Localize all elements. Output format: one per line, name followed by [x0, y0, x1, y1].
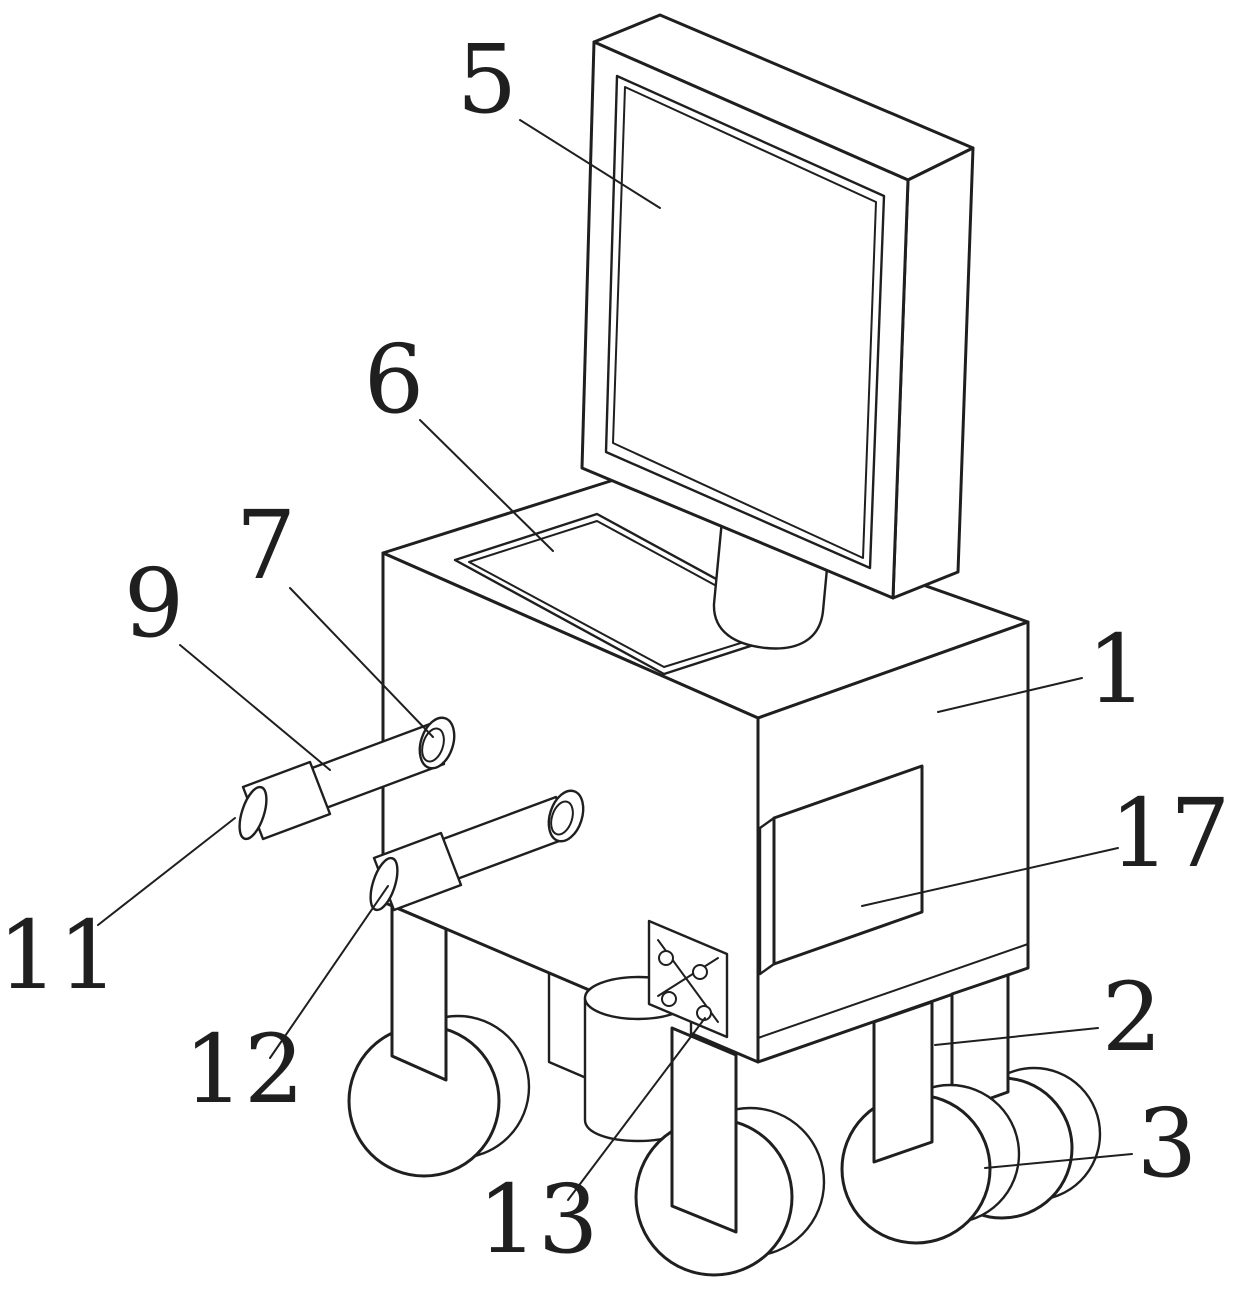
label-6: 6: [364, 325, 424, 435]
handle-flange-inner: [550, 800, 574, 836]
bracket-bolt: [692, 964, 708, 980]
leader-line-9: [179, 644, 331, 771]
handle-grip-cap: [369, 856, 399, 912]
panel-edge: [758, 816, 776, 976]
leader-line-12: [269, 885, 389, 1059]
label-5: 5: [457, 25, 517, 135]
leader-line-3: [984, 1153, 1133, 1169]
leader-line-2: [934, 1027, 1099, 1046]
leader-line-11: [97, 817, 236, 926]
panel-face: [772, 764, 924, 966]
label-2: 2: [1102, 963, 1162, 1073]
display-monitor: [580, 13, 975, 600]
label-1: 1: [1087, 615, 1147, 725]
monitor-screen: [612, 86, 877, 559]
handle-grip: [372, 831, 463, 912]
handle-flange-outer: [418, 716, 456, 770]
handle-flange-inner: [421, 727, 445, 763]
leader-line-6: [419, 419, 554, 552]
reference-labels: 5 6 7 9 11 12 13 1 17 2 3: [0, 25, 1230, 1275]
label-13: 13: [478, 1165, 599, 1275]
side-access-panel: [758, 764, 924, 976]
handle-grip: [241, 760, 332, 841]
left-leg: [390, 904, 448, 1082]
cart-bottom-rim: [757, 943, 1029, 1039]
leader-line-5: [519, 119, 661, 209]
label-17: 17: [1110, 779, 1231, 889]
upper-push-handle: [238, 716, 456, 841]
monitor-front-face: [580, 40, 910, 600]
middle-leg: [670, 1026, 738, 1234]
label-11: 11: [0, 901, 118, 1011]
bracket-cross-line: [657, 957, 719, 997]
label-9: 9: [124, 549, 184, 659]
right-front-leg: [872, 1000, 934, 1164]
leader-line-13: [567, 1017, 706, 1201]
leader-lines: [97, 119, 1133, 1201]
leader-line-1: [937, 677, 1083, 713]
bracket-bolt: [661, 991, 677, 1007]
label-3: 3: [1137, 1089, 1197, 1199]
right-back-leg: [950, 973, 1010, 1114]
handle-grip-cap: [238, 785, 268, 841]
leader-line-17: [861, 847, 1119, 907]
label-12: 12: [184, 1015, 305, 1125]
label-7: 7: [236, 491, 296, 601]
handle-flange-outer: [547, 789, 585, 843]
leader-line-7: [289, 587, 434, 738]
bracket-bolt: [658, 950, 674, 966]
lower-push-handle: [369, 789, 585, 912]
monitor-screen-border: [604, 74, 886, 570]
mounting-bracket: [647, 919, 729, 1039]
